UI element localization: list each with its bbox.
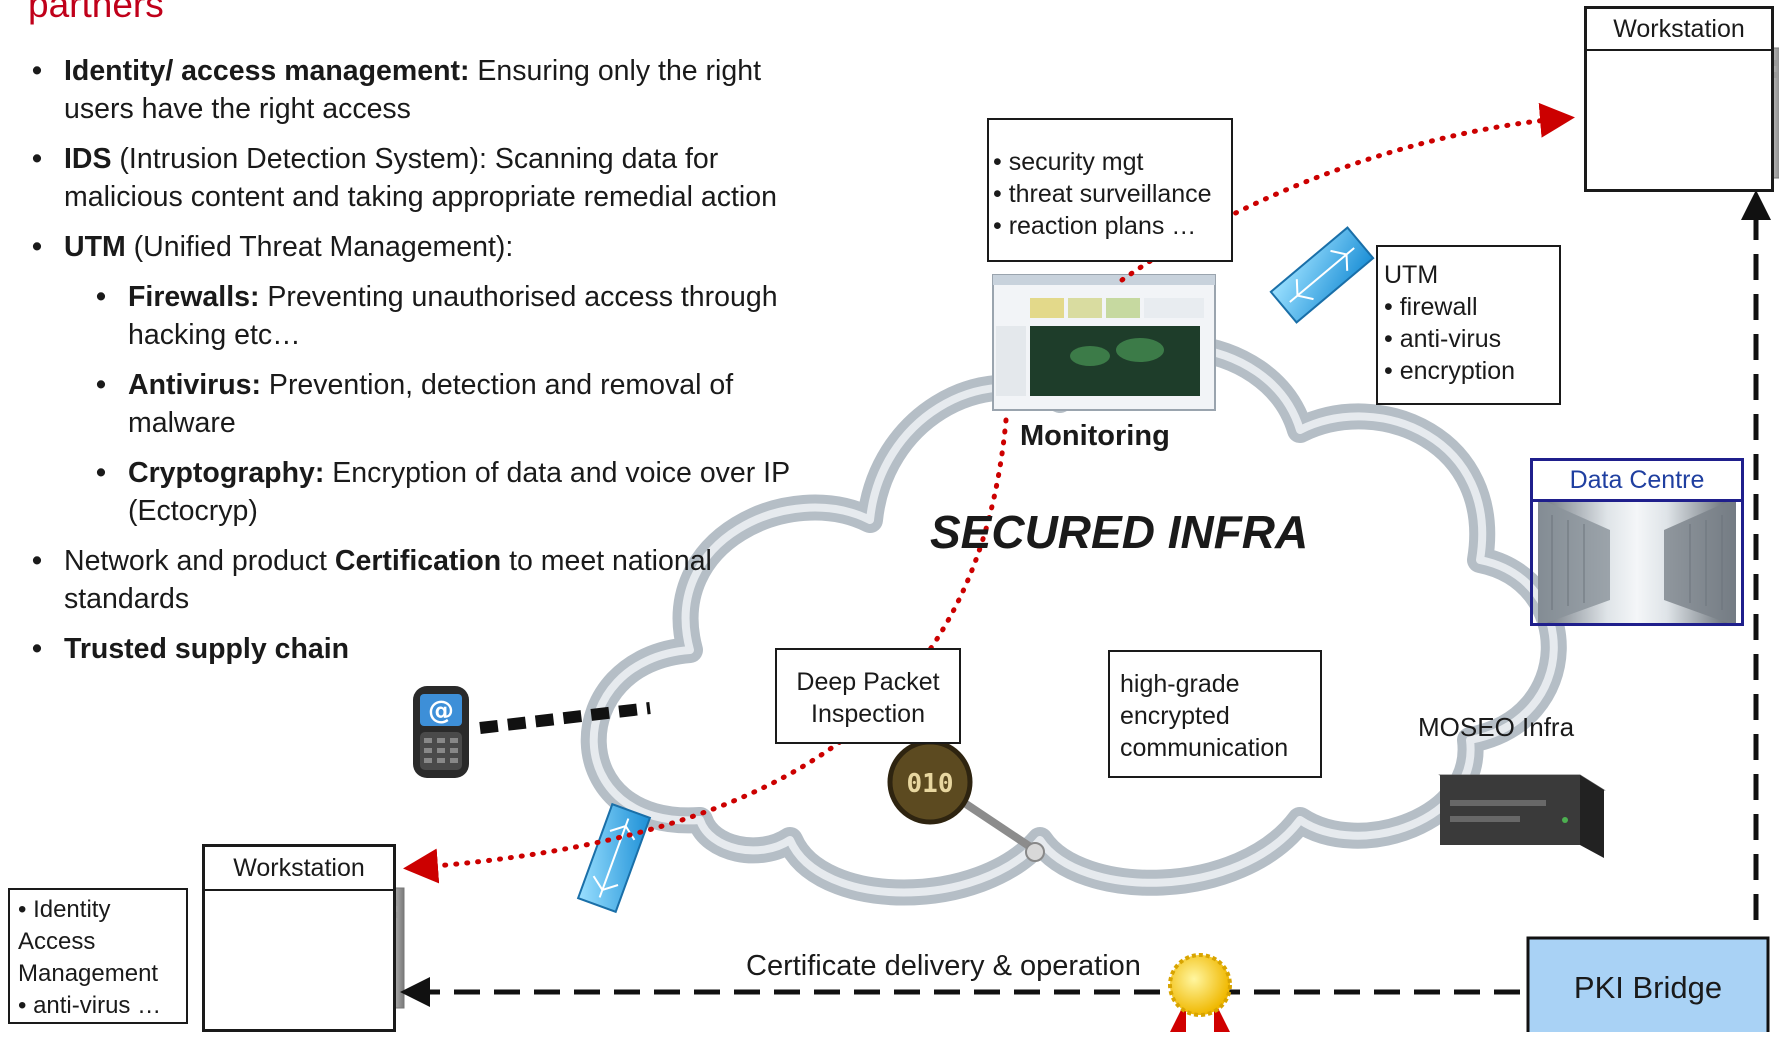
secured-infra-title: SECURED INFRA	[930, 506, 1309, 558]
utm-box: UTM • firewall • anti-virus • encryption	[1376, 245, 1561, 405]
certificate-delivery-label: Certificate delivery & operation	[746, 950, 1141, 982]
encrypted-communication-box: high-grade encrypted communication	[1108, 650, 1322, 778]
bullet-identity: • Identity/ access management: Ensuring …	[32, 55, 761, 125]
workstation-bottom-label: Workstation	[205, 847, 393, 891]
monitoring-screenshot	[992, 274, 1216, 411]
bullet-firewalls: • Firewalls: Preventing unauthorised acc…	[96, 281, 778, 351]
svg-text:010: 010	[907, 769, 954, 799]
bullet-certification: • Network and product Certification to m…	[32, 545, 712, 615]
bullet-antivirus: • Antivirus: Prevention, detection and r…	[96, 369, 734, 439]
deep-packet-inspection-box: Deep Packet Inspection	[775, 648, 961, 744]
bullet-supply-chain: • Trusted supply chain	[32, 633, 350, 665]
data-centre-frame: Data Centre	[1530, 458, 1744, 626]
bullet-utm: • UTM (Unified Threat Management):	[32, 231, 514, 263]
pki-bridge-label: PKI Bridge	[1573, 970, 1723, 1005]
certificate-seal-icon	[1168, 953, 1232, 1032]
data-centre-label: Data Centre	[1533, 461, 1741, 502]
bullet-cryptography: • Cryptography: Encryption of data and v…	[96, 457, 791, 527]
monitoring-functions-box: • security mgt • threat surveillance • r…	[987, 118, 1233, 262]
dotted-link-monitoring-to-workstation	[403, 417, 1009, 884]
mobile-link	[479, 702, 651, 734]
data-centre-photo	[1538, 498, 1736, 626]
svg-text:@: @	[428, 696, 454, 726]
monitoring-label: Monitoring	[1020, 420, 1170, 452]
bullet-ids: • IDS (Intrusion Detection System): Scan…	[32, 143, 777, 213]
workstation-top-frame: Workstation	[1584, 6, 1774, 192]
smartphone-icon: @	[413, 686, 469, 778]
workstation-top-label: Workstation	[1587, 9, 1771, 51]
firewall-device-edge	[576, 802, 652, 914]
firewall-device-utm	[1269, 226, 1375, 324]
identity-access-box: • Identity Access Management • anti-viru…	[8, 888, 188, 1024]
magnifier-binary-icon: 010	[887, 739, 1045, 862]
workstation-bottom-frame: Workstation	[202, 844, 396, 1032]
server-icon	[1438, 774, 1606, 858]
pki-bridge-box-fill	[1526, 936, 1770, 1032]
page-heading: partners	[28, 0, 164, 25]
moseo-infra-label: MOSEO Infra	[1418, 712, 1575, 742]
